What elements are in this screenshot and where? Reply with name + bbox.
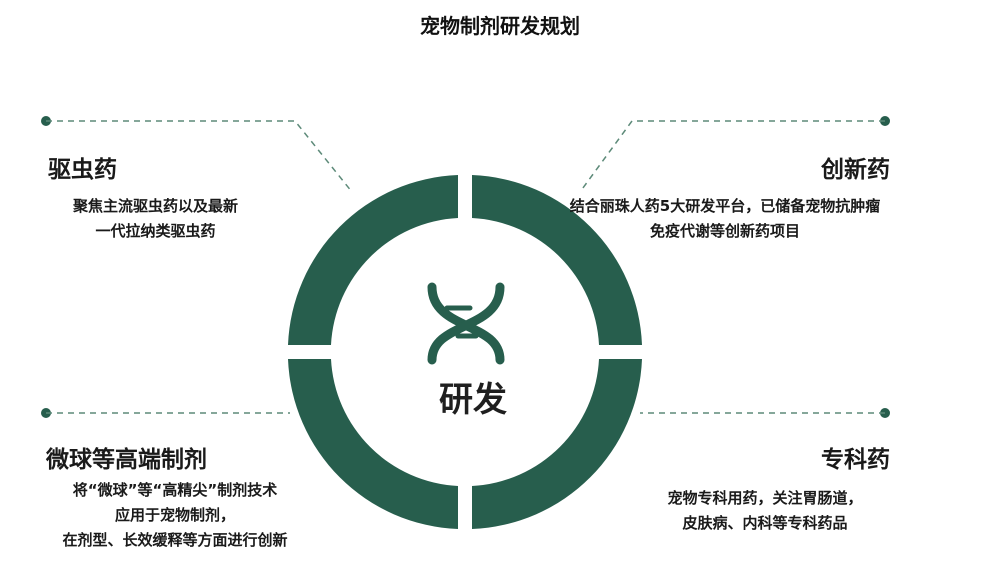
section-innovative: 创新药 结合丽珠人药5大研发平台，已储备宠物抗肿瘤 免疫代谢等创新药项目 xyxy=(560,150,890,244)
section-heading: 微球等高端制剂 xyxy=(46,447,207,473)
description-line: 结合丽珠人药5大研发平台，已储备宠物抗肿瘤 xyxy=(569,197,881,215)
description-line: 在剂型、长效缓释等方面进行创新 xyxy=(62,531,288,549)
description-line: 一代拉纳类驱虫药 xyxy=(95,222,216,240)
section-description: 宠物专科用药，关注胃肠道， 皮肤病、内科等专科药品 xyxy=(640,486,890,536)
ring-segment-bottom-right xyxy=(472,359,642,529)
ring-segment-top-right xyxy=(472,175,642,345)
description-line: 皮肤病、内科等专科药品 xyxy=(682,514,848,532)
section-heading: 驱虫药 xyxy=(48,157,117,183)
section-specialty: 专科药 宠物专科用药，关注胃肠道， 皮肤病、内科等专科药品 xyxy=(640,440,890,536)
section-heading: 创新药 xyxy=(821,157,890,183)
section-description: 结合丽珠人药5大研发平台，已储备宠物抗肿瘤 免疫代谢等创新药项目 xyxy=(560,194,890,244)
center-label: 研发 xyxy=(439,380,507,420)
section-formulation: 微球等高端制剂 将“微球”等“高精尖”制剂技术 应用于宠物制剂， 在剂型、长效缓… xyxy=(30,440,320,553)
description-line: 免疫代谢等创新药项目 xyxy=(649,222,800,240)
connector-line-top-right xyxy=(579,120,885,193)
description-line: 将“微球”等“高精尖”制剂技术 xyxy=(72,481,278,499)
connector-lines xyxy=(41,116,890,418)
connector-line-top-left xyxy=(46,120,353,193)
section-description: 聚焦主流驱虫药以及最新 一代拉纳类驱虫药 xyxy=(48,194,263,244)
page-title: 宠物制剂研发规划 xyxy=(420,14,580,38)
description-line: 宠物专科用药，关注胃肠道， xyxy=(667,489,863,507)
ring xyxy=(288,175,642,529)
section-description: 将“微球”等“高精尖”制剂技术 应用于宠物制剂， 在剂型、长效缓释等方面进行创新 xyxy=(30,478,320,553)
section-antiparasitic: 驱虫药 聚焦主流驱虫药以及最新 一代拉纳类驱虫药 xyxy=(48,150,308,244)
description-line: 应用于宠物制剂， xyxy=(114,506,235,524)
ring-segment-bottom-left xyxy=(288,359,458,529)
section-heading: 专科药 xyxy=(821,447,890,473)
dna-helix-icon xyxy=(427,282,505,365)
description-line: 聚焦主流驱虫药以及最新 xyxy=(72,197,238,215)
ring-segment-top-left xyxy=(288,175,458,345)
